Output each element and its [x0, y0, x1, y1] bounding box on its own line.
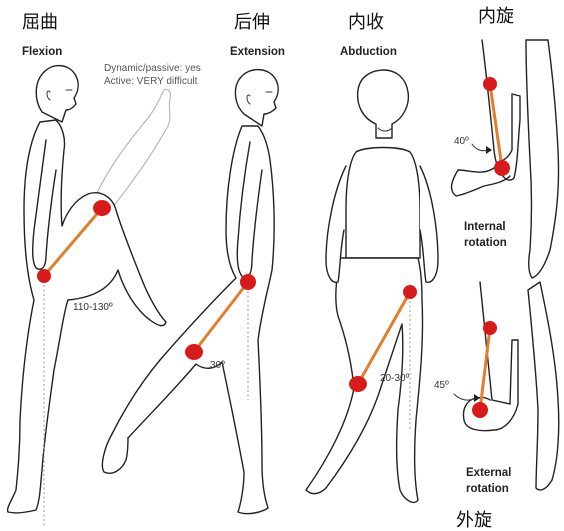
internal-rotation-hip-joint: [483, 77, 497, 91]
extension-head: [234, 69, 279, 127]
extension-panel: 后伸 Extension 30º: [101, 12, 285, 515]
external-rotation-bent-leg: [462, 281, 519, 432]
flexion-ear: [46, 90, 51, 101]
flexion-body: [6, 119, 167, 514]
abduction-knee-joint: [349, 376, 367, 392]
abduction-left-arm: [325, 165, 347, 283]
external-rotation-title-zh: 外旋: [456, 510, 492, 531]
abduction-torso: [345, 146, 421, 259]
abduction-hip-joint: [403, 285, 417, 299]
extension-hip-joint: [240, 274, 256, 290]
abduction-femur-line: [356, 290, 412, 386]
external-rotation-femur-line: [478, 326, 492, 412]
abduction-title-zh: 内收: [348, 12, 384, 33]
abduction-right-arm: [419, 165, 439, 283]
extension-knee-joint: [185, 344, 203, 360]
flexion-passive-leg-outline: [95, 88, 172, 209]
flexion-arm: [31, 139, 57, 270]
external-rotation-arrowhead: [474, 394, 480, 402]
extension-femur-line: [192, 280, 250, 354]
abduction-mouth: [377, 127, 393, 132]
internal-rotation-femur-line: [488, 82, 504, 170]
extension-back-foot: [101, 433, 129, 474]
internal-rotation-label-line2: rotation: [464, 237, 507, 249]
external-rotation-hip-joint: [483, 321, 497, 335]
internal-rotation-bent-leg: [450, 39, 521, 197]
extension-title-zh: 后伸: [234, 12, 270, 33]
internal-rotation-panel: 内旋 40º Internal rotation: [450, 6, 560, 279]
abduction-head: [356, 69, 410, 139]
external-rotation-angle-label: 45º: [434, 380, 449, 391]
external-rotation-panel: 45º External rotation 外旋: [434, 281, 560, 531]
flexion-note-line1: Dynamic/passive: yes: [104, 63, 201, 74]
flexion-knee-joint: [93, 200, 111, 216]
internal-rotation-title-zh: 内旋: [478, 6, 514, 27]
flexion-head: [35, 65, 79, 123]
abduction-angle-label: 20-30º: [380, 373, 410, 384]
internal-rotation-knee-joint: [494, 160, 510, 176]
external-rotation-label-line2: rotation: [466, 483, 509, 495]
extension-body: [111, 125, 275, 515]
extension-ear: [246, 94, 251, 105]
flexion-panel: 屈曲 Flexion Dynamic/passive: yes Active: …: [6, 12, 201, 528]
external-rotation-standing-leg: [527, 281, 560, 491]
abduction-panel: 内收 Abduction 20-30º: [305, 12, 439, 504]
external-rotation-arrow: [453, 393, 477, 401]
flexion-hip-joint: [37, 269, 51, 283]
external-rotation-knee-joint: [472, 402, 488, 418]
internal-rotation-arrowhead: [486, 146, 492, 154]
flexion-femur-line: [42, 206, 104, 278]
external-rotation-label-line1: External: [466, 467, 511, 479]
flexion-title-zh: 屈曲: [22, 12, 58, 33]
internal-rotation-angle-label: 40º: [454, 136, 469, 147]
flexion-title-en: Flexion: [22, 46, 62, 58]
internal-rotation-arrow: [471, 143, 489, 152]
abduction-title-en: Abduction: [340, 46, 397, 58]
internal-rotation-label-line1: Internal: [464, 221, 506, 233]
flexion-angle-label: 110-130º: [73, 302, 113, 313]
extension-angle-label: 30º: [210, 360, 225, 371]
flexion-note-line2: Active: VERY difficult: [104, 76, 198, 87]
extension-title-en: Extension: [230, 46, 285, 58]
internal-rotation-standing-leg: [525, 39, 560, 279]
